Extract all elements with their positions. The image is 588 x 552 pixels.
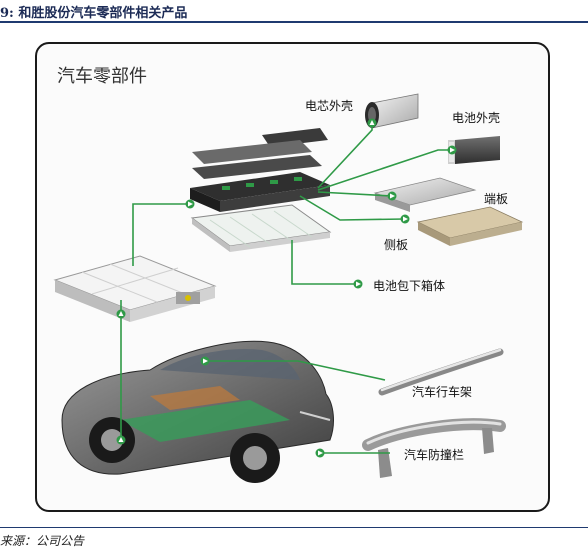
triangle-arrow-icon xyxy=(116,435,126,445)
triangle-arrow-icon xyxy=(185,199,195,209)
side-plate-part xyxy=(416,206,524,246)
figure-title: 9: 和胜股份汽车零部件相关产品 xyxy=(0,6,188,21)
bumper-part xyxy=(362,418,506,478)
roof-rack-part xyxy=(378,348,504,396)
label-bumper: 汽车防撞栏 xyxy=(404,448,465,462)
triangle-arrow-icon xyxy=(116,309,126,319)
label-battery-case: 电池外壳 xyxy=(452,111,501,125)
triangle-arrow-icon xyxy=(400,214,410,224)
triangle-arrow-icon xyxy=(447,145,457,155)
end-plate-part xyxy=(373,177,477,212)
triangle-arrow-icon xyxy=(200,356,210,366)
label-roof-rack: 汽车行车架 xyxy=(412,385,473,399)
top-rule xyxy=(0,21,588,23)
triangle-arrow-icon xyxy=(367,118,377,128)
label-lower-box: 电池包下箱体 xyxy=(373,279,446,293)
connector-lines xyxy=(120,120,452,454)
label-cell-case: 电芯外壳 xyxy=(305,99,354,113)
source-note: 来源：公司公告 xyxy=(0,534,85,548)
arrow-nodes xyxy=(116,118,457,458)
triangle-arrow-icon xyxy=(387,191,397,201)
car-cutaway xyxy=(61,340,334,483)
assembled-battery-pack xyxy=(53,255,217,322)
exploded-battery-pack xyxy=(190,128,332,252)
label-end-plate: 端板 xyxy=(484,192,509,206)
panel-title: 汽车零部件 xyxy=(57,66,147,87)
triangle-arrow-icon xyxy=(353,279,363,289)
bottom-rule xyxy=(0,527,588,528)
label-side-plate: 侧板 xyxy=(384,238,409,252)
triangle-arrow-icon xyxy=(315,448,325,458)
